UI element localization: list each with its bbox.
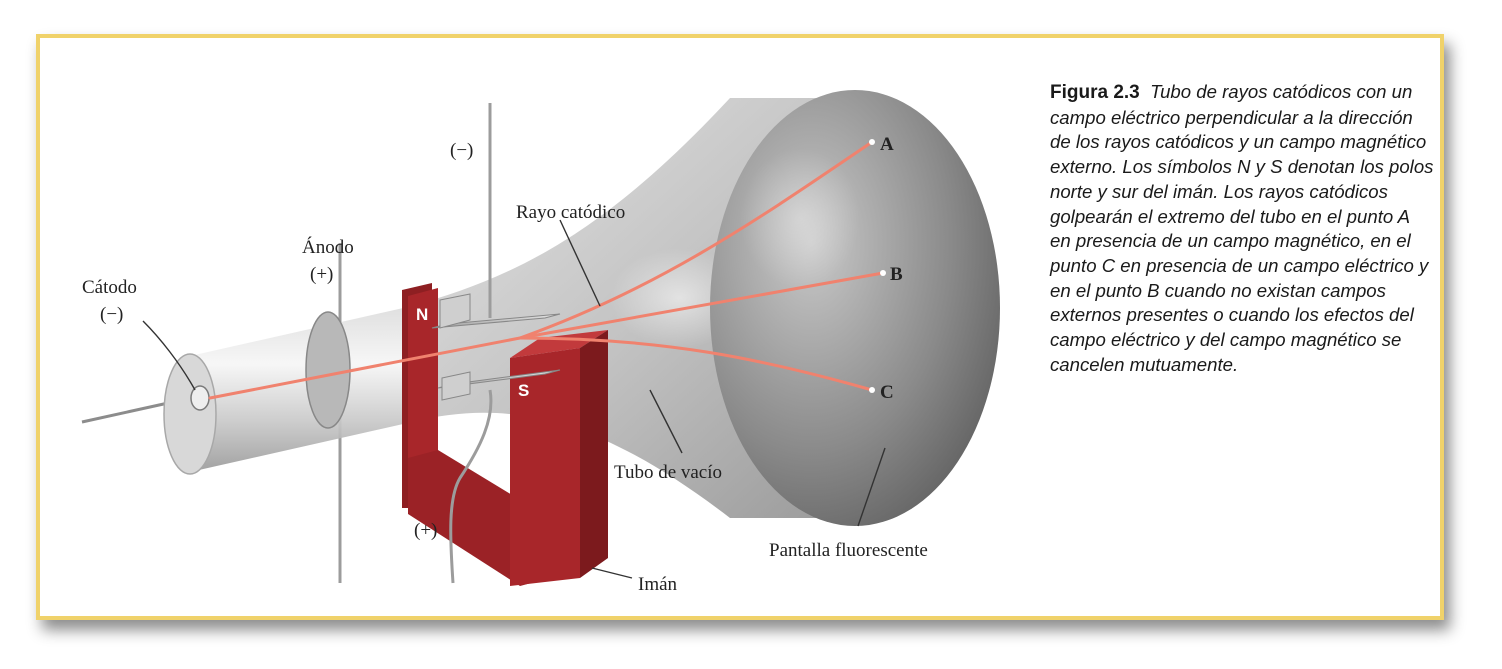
label-point-b: B: [890, 264, 903, 285]
label-bottom-plate-sign: (+): [414, 520, 437, 541]
label-catodo: Cátodo: [82, 277, 137, 298]
bottom-plate-wire: [449, 389, 493, 584]
fluorescent-screen: [710, 90, 1000, 526]
cathode-electrode: [190, 385, 210, 411]
label-catodo-sign: (−): [100, 304, 123, 325]
point-c-dot: [869, 387, 875, 393]
figure-label: Figura 2.3: [1050, 82, 1140, 103]
label-iman: Imán: [638, 574, 678, 595]
label-anodo: Ánodo: [302, 236, 354, 258]
cathode-ray-tube-diagram: N S Cátodo (−) Ánodo (+) (−) Rayo catódi…: [81, 90, 1000, 595]
leader-lines: [142, 219, 886, 579]
pole-n: N: [416, 305, 428, 324]
ray-to-c: [518, 336, 874, 392]
label-anodo-sign: (+): [310, 264, 333, 285]
label-top-plate-sign: (−): [450, 140, 473, 161]
label-rayo-catodico: Rayo catódico: [516, 202, 625, 223]
pole-s: S: [518, 381, 529, 400]
label-point-a: A: [880, 134, 894, 155]
label-tubo-vacio: Tubo de vacío: [614, 462, 722, 483]
point-a-dot: [869, 139, 875, 145]
ray-to-a: [518, 140, 874, 340]
label-pantalla: Pantalla fluorescente: [769, 540, 928, 561]
label-point-c: C: [880, 382, 894, 403]
figure-caption: Figura 2.3 Tubo de rayos catódicos con u…: [1050, 80, 1435, 377]
figure-frame: N S Cátodo (−) Ánodo (+) (−) Rayo catódi…: [36, 34, 1444, 620]
tube-neck: [190, 306, 412, 472]
ray-main: [208, 336, 522, 400]
cathode-rays: [208, 140, 885, 400]
figure-caption-text: Tubo de rayos catódicos con un campo elé…: [1050, 81, 1434, 375]
cathode-end: [163, 353, 217, 475]
magnet-s-side: [510, 348, 580, 586]
ray-to-b: [518, 271, 885, 340]
anode-disc: [305, 311, 351, 429]
point-b-dot: [880, 270, 886, 276]
